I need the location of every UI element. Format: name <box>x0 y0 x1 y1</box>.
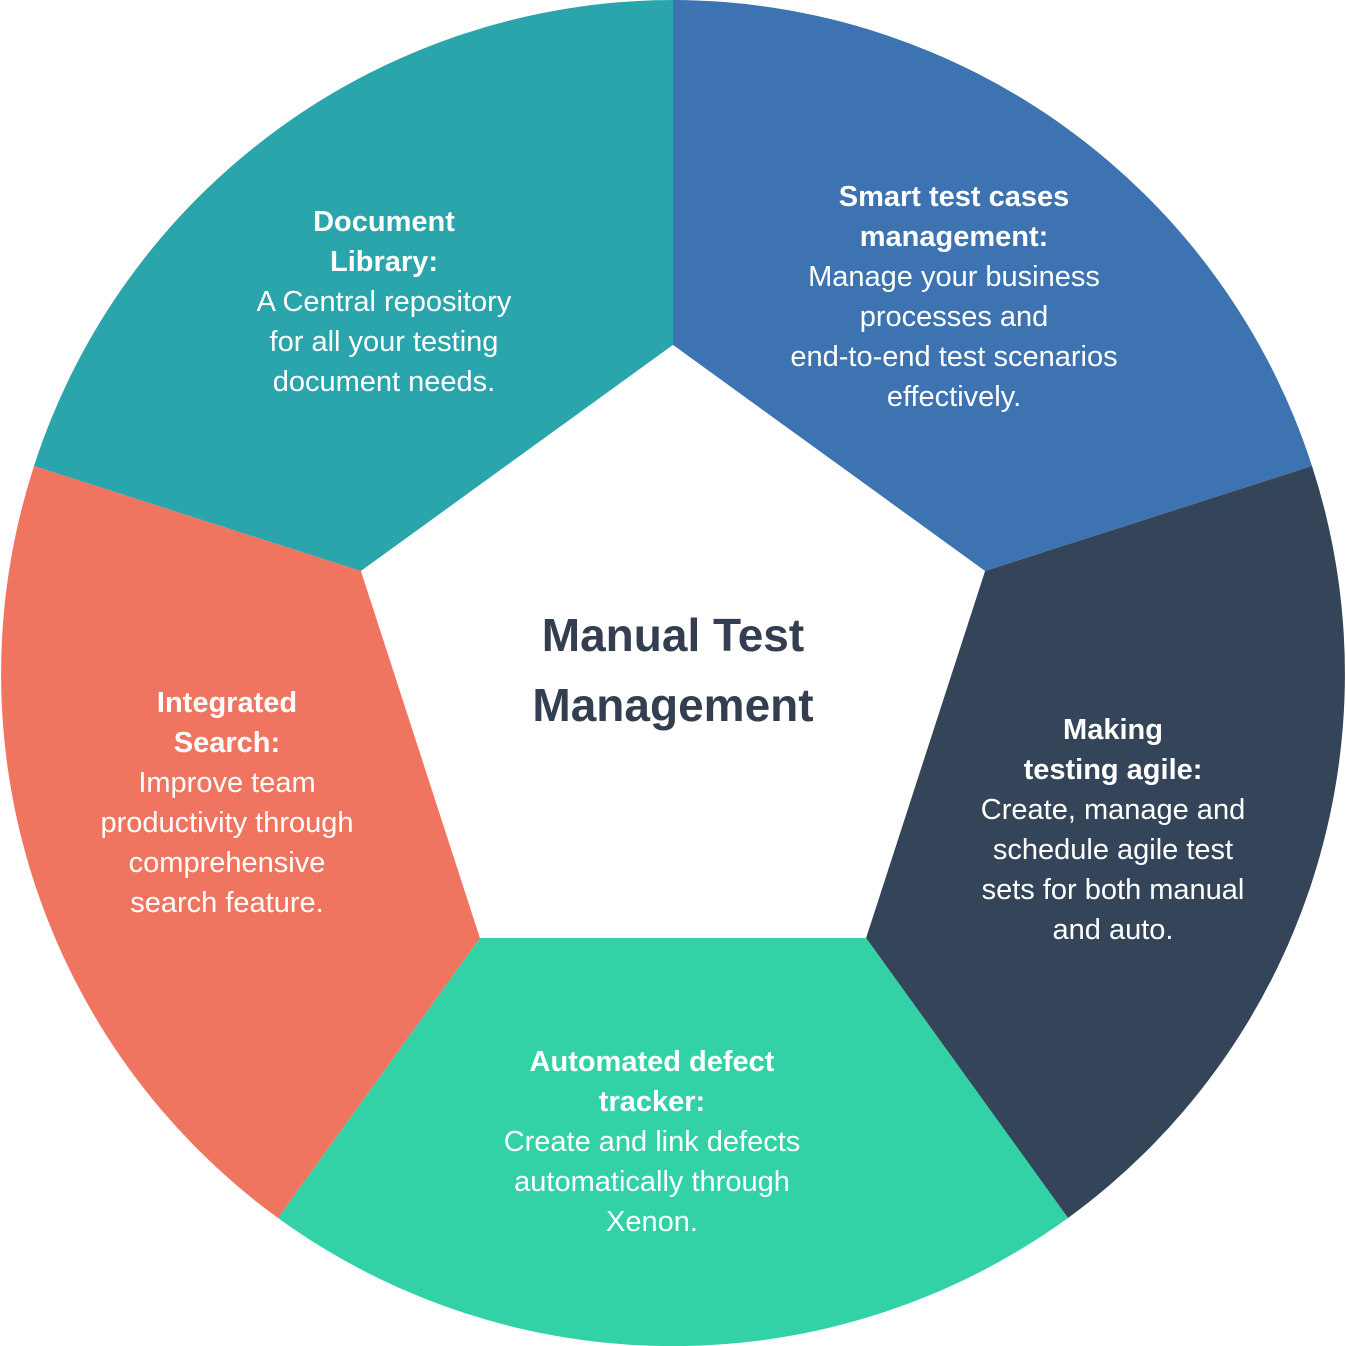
center-pentagon <box>361 345 985 938</box>
segment-automated-defect-tracker <box>278 938 1068 1346</box>
segment-document-library <box>34 0 673 571</box>
label-integrated-search: Integrated Search: Improve team producti… <box>57 683 397 923</box>
segment-description: Improve team productivity through compre… <box>100 767 354 919</box>
segment-title: Automated defect tracker: <box>529 1046 775 1118</box>
segment-integrated-search <box>1 466 480 1218</box>
segment-title: Smart test cases management: <box>838 181 1070 253</box>
segment-title: Making testing agile: <box>1023 714 1203 786</box>
segment-title: Integrated Search: <box>156 687 298 759</box>
label-automated-defect-tracker: Automated defect tracker: Create and lin… <box>452 1042 852 1242</box>
segment-description: Create, manage and schedule agile test s… <box>980 794 1246 946</box>
center-title: Manual Test Management <box>532 609 814 731</box>
segment-making-testing-agile <box>866 466 1345 1218</box>
segment-description: Create and link defects automatically th… <box>503 1126 801 1238</box>
segment-title: Document Library: <box>313 206 455 278</box>
label-smart-test-cases: Smart test cases management: Manage your… <box>744 177 1164 417</box>
segment-description: Manage your business processes and end-t… <box>790 261 1118 413</box>
label-making-testing-agile: Making testing agile: Create, manage and… <box>938 710 1288 950</box>
segment-description: A Central repository for all your testin… <box>256 286 512 398</box>
segment-smart-test-cases <box>673 0 1312 571</box>
label-document-library: Document Library: A Central repository f… <box>204 202 564 402</box>
